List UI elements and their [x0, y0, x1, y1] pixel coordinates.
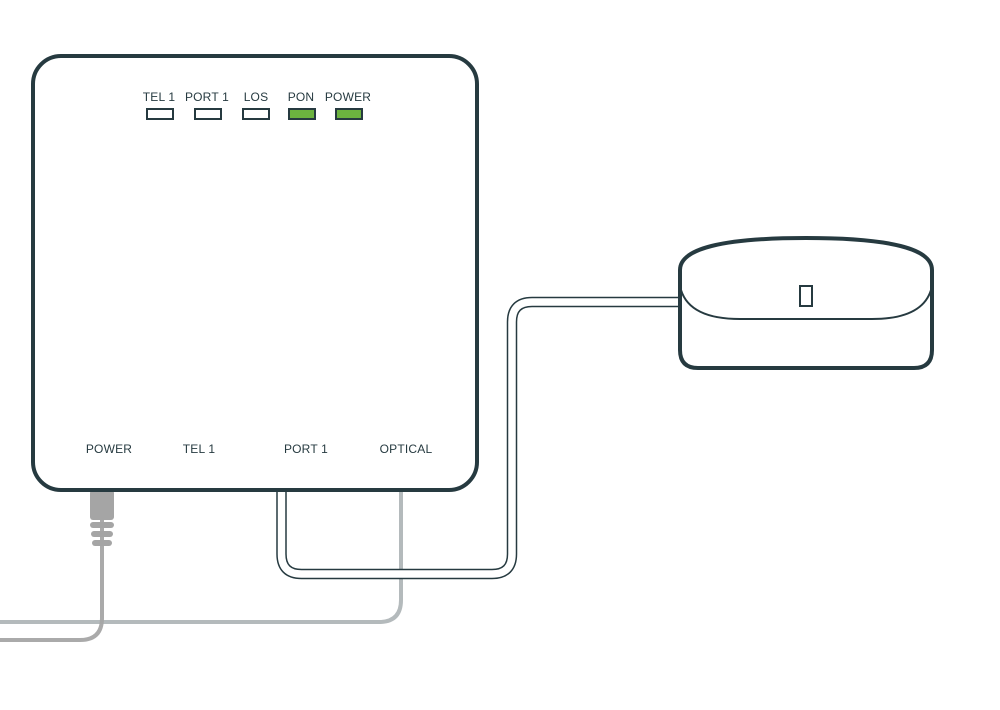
optical-cable	[0, 490, 403, 624]
port-label-port1: PORT 1	[283, 442, 329, 456]
led-label-los: LOS	[243, 90, 269, 104]
power-plug-icon	[90, 490, 114, 546]
led-port1-off	[194, 108, 222, 120]
led-power-on	[335, 108, 363, 120]
router-body	[31, 54, 479, 492]
led-label-tel1: TEL 1	[142, 90, 176, 104]
led-los-off	[242, 108, 270, 120]
port-label-tel1: TEL 1	[182, 442, 216, 456]
power-cable	[0, 520, 104, 642]
led-pon-on	[288, 108, 316, 120]
mesh-status-light-icon	[799, 285, 813, 307]
led-tel1-off	[146, 108, 174, 120]
port-label-power: POWER	[85, 442, 133, 456]
led-label-pon: PON	[287, 90, 315, 104]
ethernet-cable	[276, 296, 684, 580]
port-label-optical: OPTICAL	[379, 442, 433, 456]
led-label-power: POWER	[324, 90, 372, 104]
mesh-device	[678, 235, 934, 370]
led-label-port1: PORT 1	[184, 90, 230, 104]
